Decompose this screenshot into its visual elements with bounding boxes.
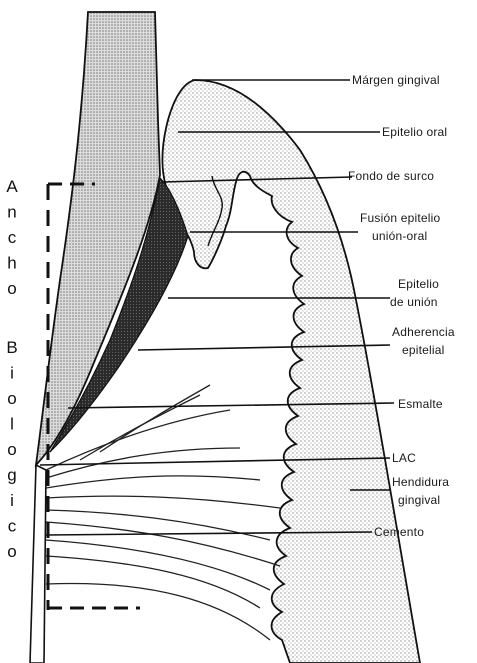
- side-title-letter: n: [7, 203, 16, 222]
- tooth-root: [30, 465, 46, 663]
- label-epitelio-oral: Epitelio oral: [382, 125, 447, 139]
- side-title-letter: g: [7, 466, 16, 485]
- label-adherencia-line1: Adherencia: [392, 325, 455, 339]
- connective-fibers: [46, 385, 280, 640]
- side-title-letter: c: [8, 517, 17, 536]
- label-margen-gingival: Márgen gingival: [352, 73, 440, 87]
- label-hendidura-line1: Hendidura: [392, 475, 449, 489]
- side-title-letter: o: [7, 389, 16, 408]
- side-title-letter: i: [10, 491, 14, 510]
- side-title-letter: A: [6, 177, 18, 196]
- enamel-region: [36, 12, 160, 465]
- side-title-letter: o: [7, 279, 16, 298]
- side-title-letter: h: [7, 254, 16, 273]
- label-epitelio-union-line1: Epitelio: [398, 277, 439, 291]
- label-lac: LAC: [392, 451, 416, 465]
- side-title-letter: i: [10, 364, 14, 383]
- side-title-letter: o: [7, 542, 16, 561]
- side-title-letter: B: [6, 338, 17, 357]
- side-title-letter: l: [10, 415, 14, 434]
- label-fusion-line1: Fusión epitelio: [360, 211, 441, 225]
- label-hendidura-line2: gingival: [398, 493, 440, 507]
- label-cemento: Cemento: [374, 525, 424, 539]
- label-fusion-line2: unión-oral: [372, 229, 427, 243]
- side-title-letter: c: [8, 228, 17, 247]
- label-esmalte: Esmalte: [398, 397, 443, 411]
- label-epitelio-union-line2: de unión: [390, 295, 438, 309]
- label-fondo-de-surco: Fondo de surco: [348, 169, 434, 183]
- gingiva-region: [162, 80, 420, 663]
- side-title-letter: o: [7, 440, 16, 459]
- label-adherencia-line2: epitelial: [402, 343, 445, 357]
